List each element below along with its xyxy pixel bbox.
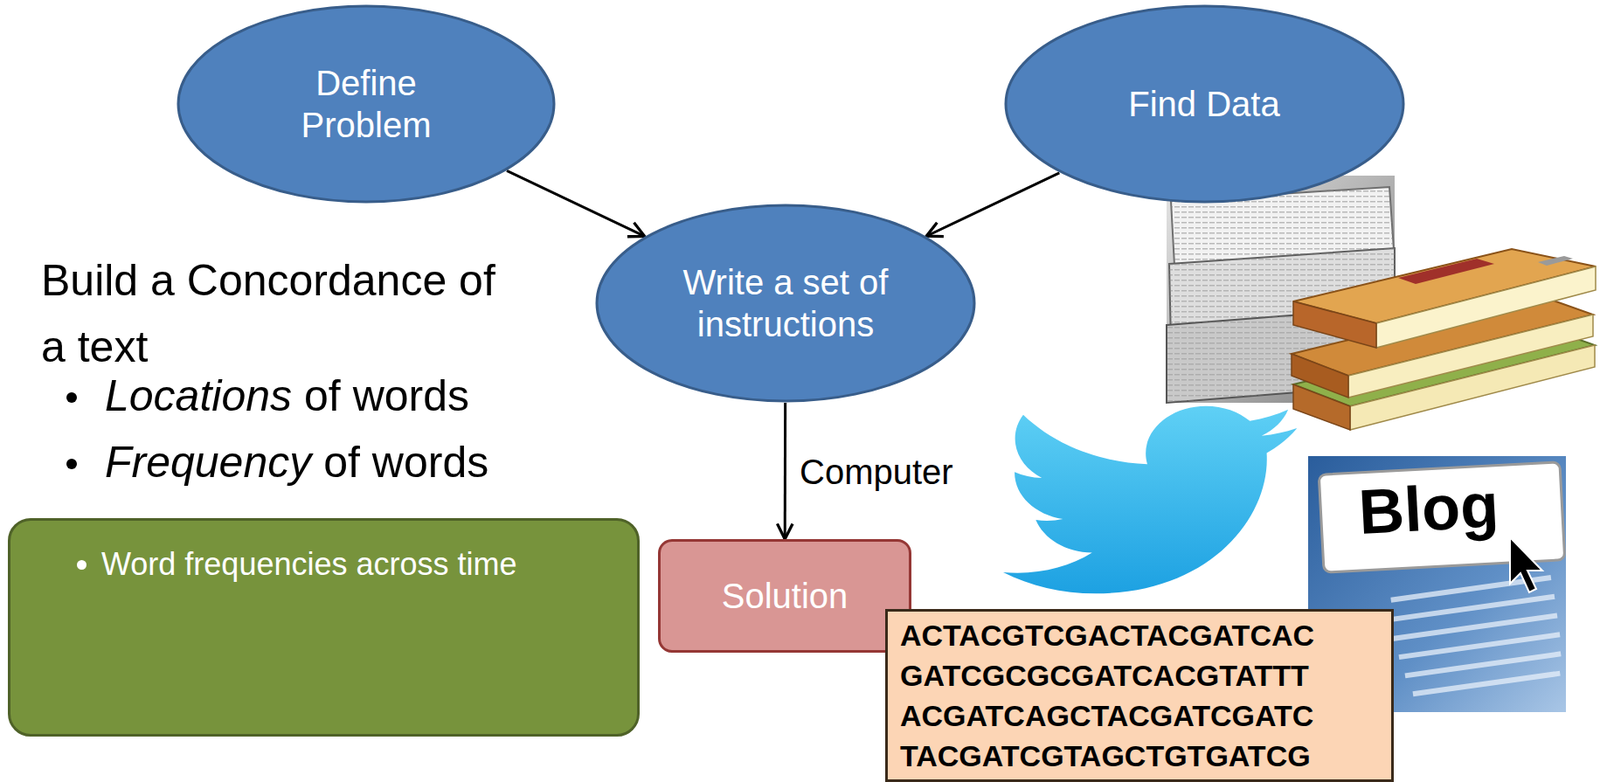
node-label: Find Data: [1073, 83, 1336, 125]
bullet-term: Frequency: [104, 436, 312, 489]
bullet-text: of words: [323, 436, 489, 489]
books-stack: [1291, 249, 1596, 430]
books-stack-part: [1398, 258, 1495, 284]
node-label: Solution: [721, 574, 849, 617]
sequence-box: ACTACGTCGACTACGATCACGATCGCGCGATCACGTATTT…: [885, 609, 1394, 782]
node-label: Word frequencies across time: [101, 545, 620, 584]
books-stack-part: [1293, 301, 1377, 348]
lorem-lines-part: [1412, 671, 1561, 698]
books-stack-part: [1537, 256, 1573, 266]
bullet-term: Locations: [104, 369, 292, 423]
node-label: TACGATCGTAGCTGTGATCG: [900, 735, 1383, 776]
node-label: Define Problem: [274, 62, 458, 146]
heading-text: Build a Concordance of a text: [41, 247, 518, 381]
node-label: ACTACGTCGACTACGATCAC: [900, 615, 1383, 656]
text-column: Word frequencies across time: [101, 545, 620, 584]
result-box: Solution: [658, 539, 912, 653]
node-label: GATCGCGCGATCACGTATTT: [900, 655, 1383, 696]
bullet-text: of words: [304, 369, 470, 423]
bullet-dots-part: [66, 392, 77, 403]
ellipse-shape: [1005, 6, 1404, 202]
blog-sign-text: Blog: [1357, 470, 1501, 548]
process-ellipse: Find Data: [1004, 4, 1406, 204]
twitter-bird: [1003, 406, 1297, 595]
text-column: Solution: [721, 574, 849, 617]
bullet-dots-part: [66, 458, 77, 470]
ellipse-shape: [596, 205, 975, 402]
ellipse-shape: [178, 6, 555, 202]
process-ellipse: Write a set of instructions: [595, 203, 977, 403]
text-column: Find Data: [1073, 83, 1336, 125]
bullet-dots: [66, 392, 77, 470]
blog-photo-part: [1509, 537, 1543, 593]
arrow-connector: [783, 402, 787, 540]
node-label: Write a set of instructions: [667, 261, 904, 346]
arrow-connector: [506, 170, 645, 236]
process-ellipse: Define Problem: [176, 4, 556, 204]
books-stack-part: [1291, 353, 1349, 398]
twitter-bird-part: [1003, 406, 1297, 595]
ellipse-outline: [595, 203, 977, 403]
ellipse-outline: [176, 4, 556, 204]
edge-label: Computer: [796, 450, 957, 493]
bullet-dot: [76, 560, 87, 570]
text-column: Write a set of instructions: [667, 261, 904, 346]
text-column: Define Problem: [274, 62, 458, 146]
text-column: ACTACGTCGACTACGATCACGATCGCGCGATCACGTATTT…: [900, 615, 1383, 776]
node-label: ACGATCAGCTACGATCGATC: [900, 695, 1383, 736]
note-box: Word frequencies across time: [7, 518, 640, 737]
lorem-lines: [1383, 574, 1566, 700]
arrow-connector: [926, 173, 1060, 236]
